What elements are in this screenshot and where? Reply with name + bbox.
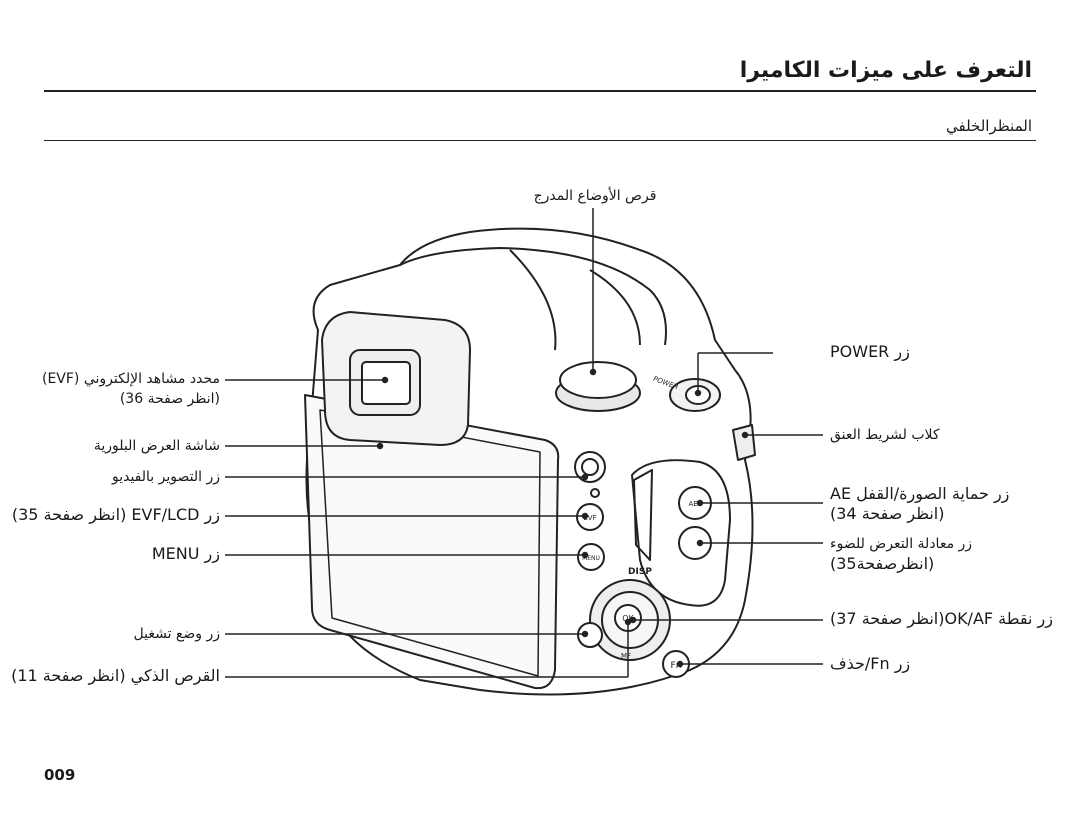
label-video-button: زر التصوير بالفيديو — [111, 469, 220, 485]
power-text: POWER — [652, 375, 679, 391]
video-record-button — [574, 451, 606, 483]
disp-text: DISP — [628, 567, 652, 577]
label-exposure-line1: زر معادلة التعرض للضوء — [830, 536, 973, 552]
playback-button — [577, 622, 603, 648]
label-ok-af: زر نقطة OK/AF(انظر صفحة 37) — [830, 609, 1053, 628]
label-ae-line2: (انظر صفحة 34) — [830, 504, 945, 523]
label-evf-lcd: زر EVF/LCD (انظر صفحة 35) — [11, 505, 220, 524]
label-ae-line1: زر حماية الصورة/القفل AE — [830, 484, 1010, 503]
label-evf-line1: محدد مشاهد الإلكتروني (EVF) — [41, 371, 220, 387]
evf-lcd-button — [576, 503, 604, 531]
mf-text: MF — [621, 652, 631, 660]
label-playback: زر وضع تشغيل — [133, 626, 221, 642]
menu-button — [577, 543, 605, 571]
top-hump — [399, 247, 667, 346]
evf-button-text: EVF — [583, 514, 596, 522]
label-smart-dial: القرص الذكي (انظر صفحة 11) — [11, 666, 220, 685]
label-fn-delete: زر Fn/حذف — [830, 654, 911, 673]
label-mode-dial: قرص الأوضاع المدرج — [533, 188, 657, 204]
label-power: زر POWER — [830, 342, 910, 361]
label-evf-line2: (انظر صفحة 36) — [119, 391, 220, 407]
subtitle-divider — [44, 140, 1036, 141]
page-title: التعرف على ميزات الكاميرا — [739, 58, 1032, 83]
page-number: 009 — [44, 766, 76, 784]
menu-button-text: MENU — [582, 555, 600, 562]
label-exposure-line2: (انظرصفحة35) — [830, 554, 935, 573]
label-strap: كلاب لشريط العنق — [830, 427, 940, 443]
title-divider — [44, 90, 1036, 92]
label-screen: شاشة العرض البلورية — [93, 438, 220, 454]
lcd-screen — [304, 394, 560, 690]
label-menu: زر MENU — [151, 544, 220, 563]
fn-button-text: Fn — [671, 661, 682, 671]
ae-button-text: AEL — [688, 500, 701, 508]
ok-button-text: OK — [622, 614, 634, 623]
strap-lug — [732, 424, 756, 461]
section-subtitle: المنظرالخلفي — [946, 117, 1032, 135]
